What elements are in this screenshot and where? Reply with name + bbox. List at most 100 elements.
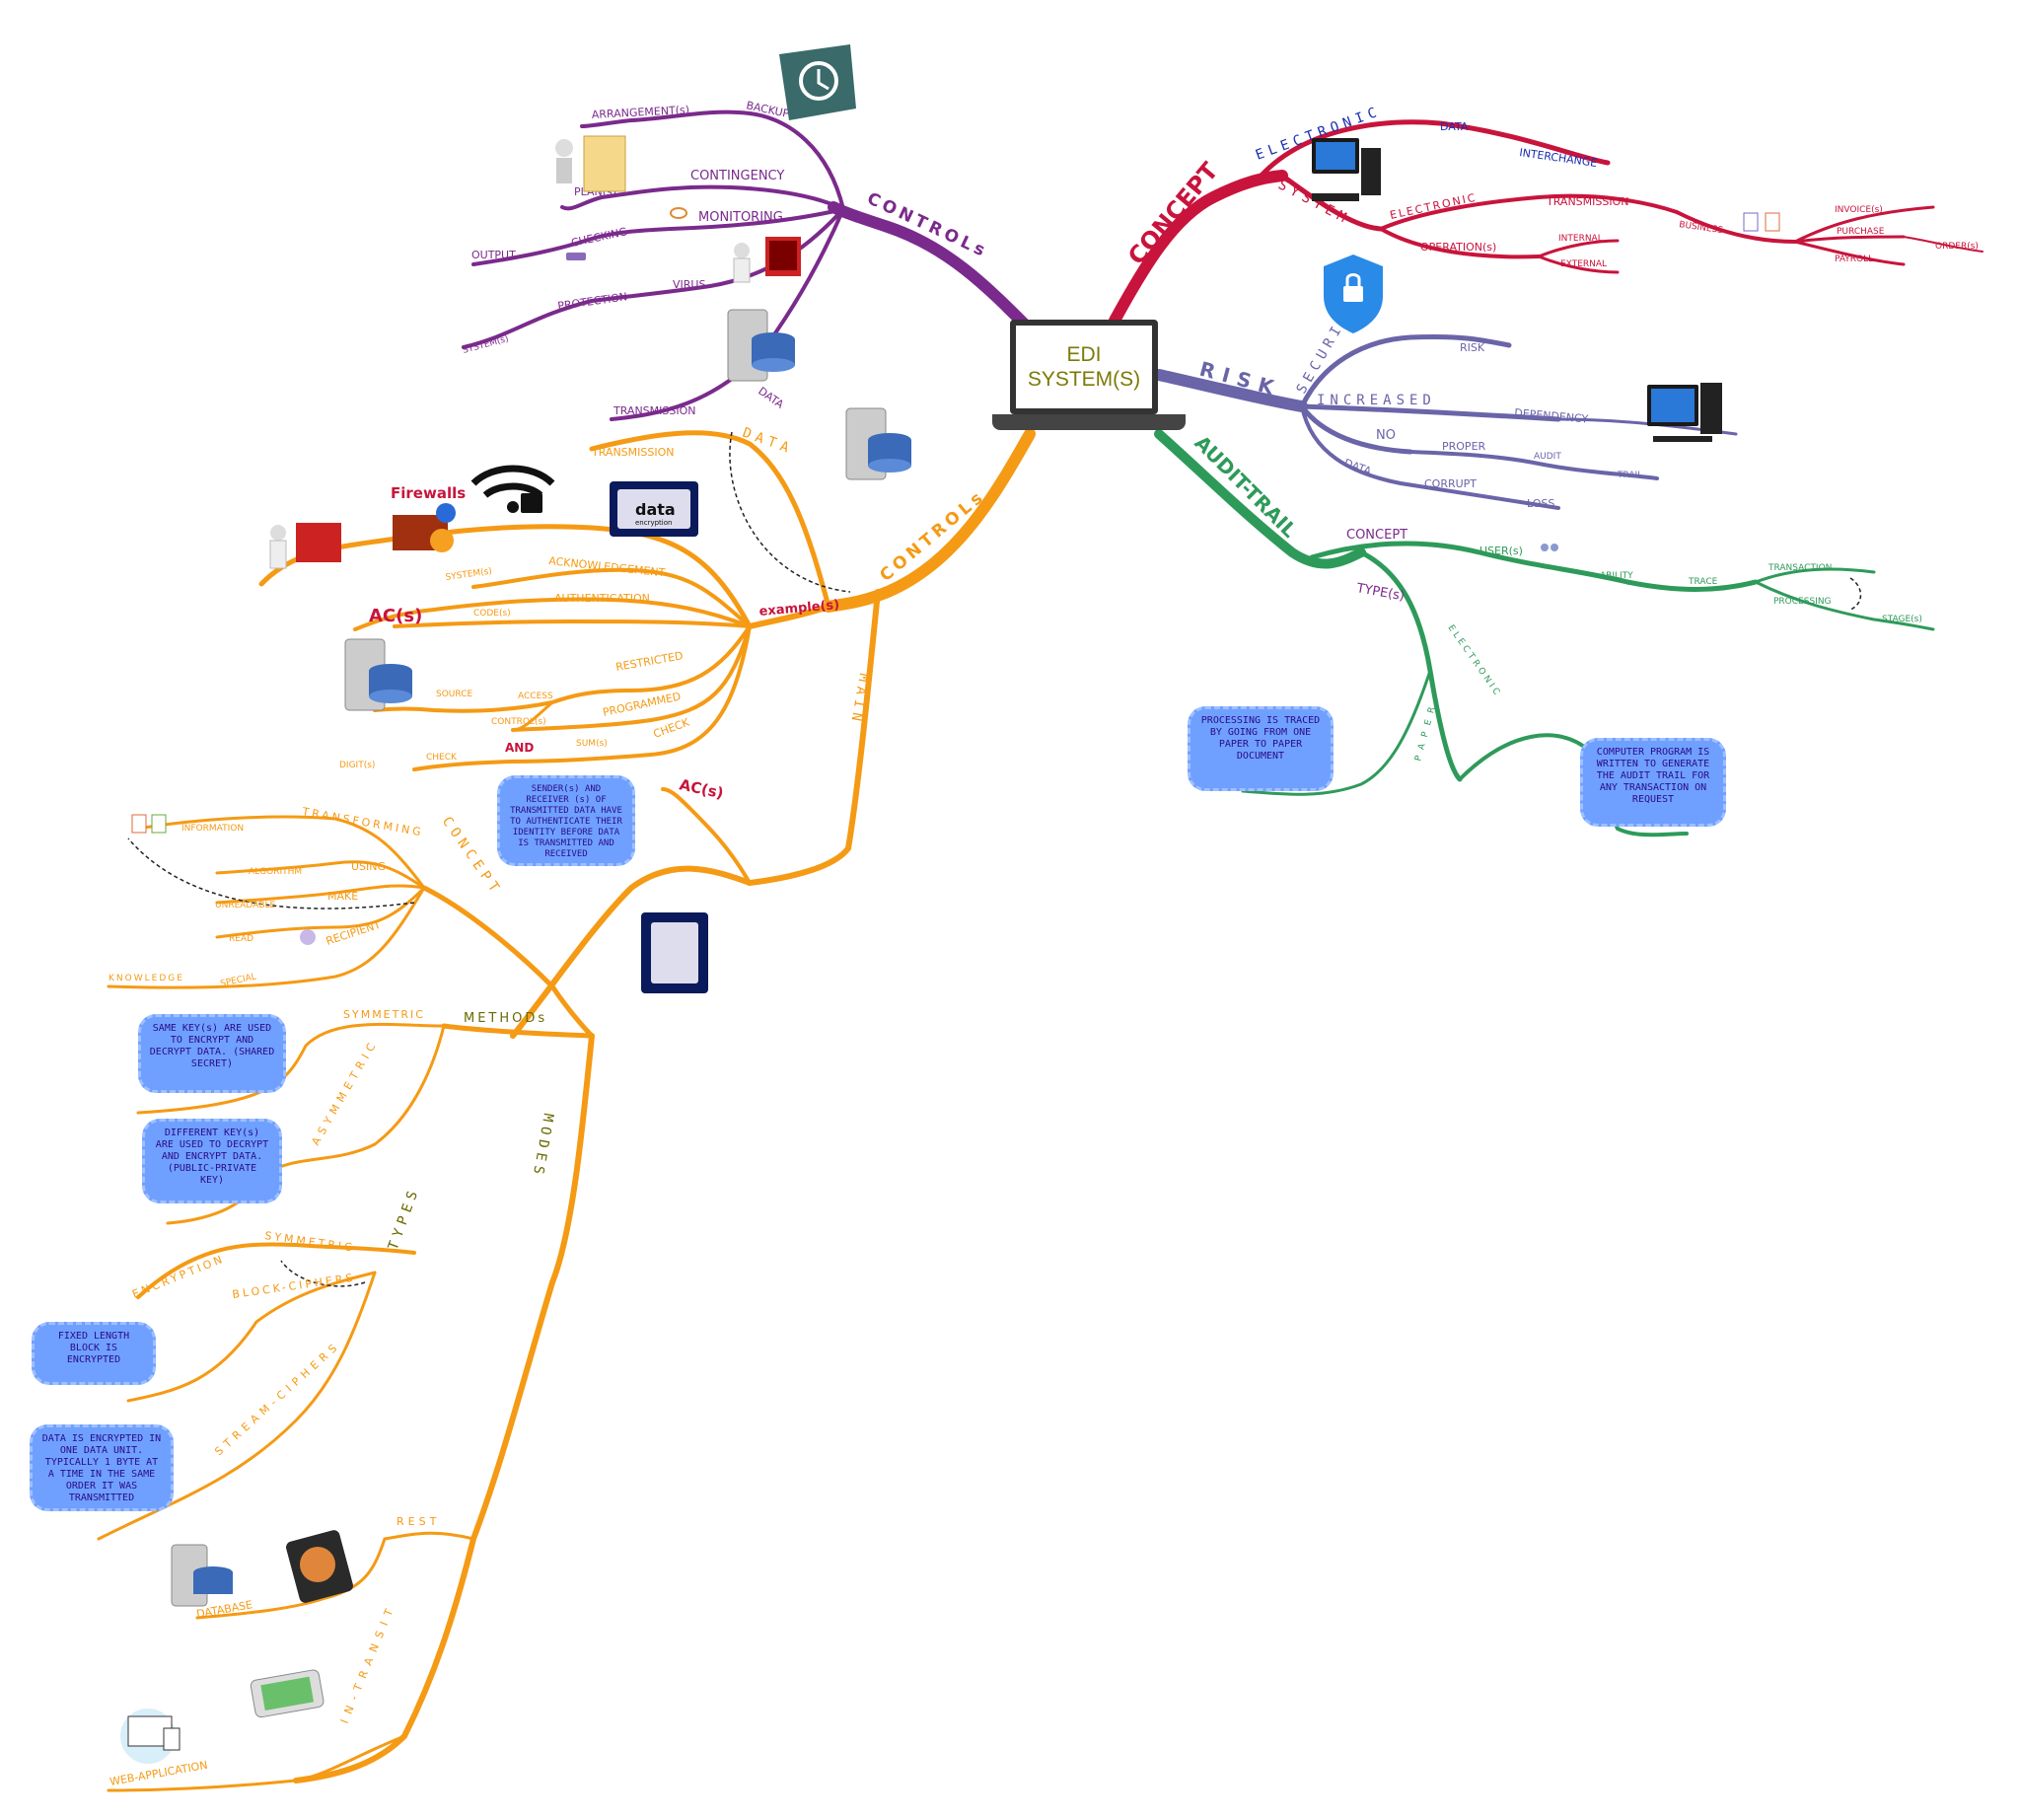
note-electronic: COMPUTER PROGRAM IS WRITTEN TO GENERATE …: [1580, 738, 1726, 827]
controls-top-transmission: TRANSMISSION: [613, 404, 695, 417]
concept-payroll: PAYROLL: [1835, 255, 1873, 264]
encryption-make: MAKE: [327, 890, 358, 903]
encryption-block-ciphers: BLOCK-CIPHERS: [232, 1272, 357, 1301]
concept-invoice: INVOICE(s): [1835, 205, 1883, 215]
note-acs: SENDER(s) AND RECEIVER (s) OF TRANSMITTE…: [497, 775, 635, 866]
controls-main-codes: CODE(s): [473, 609, 511, 619]
center-title-line1: EDI: [1066, 343, 1102, 366]
controls-main-branch: [97, 428, 1036, 1792]
controls-main-check2: CHECK: [426, 753, 458, 763]
risk-risk: RISK: [1460, 341, 1485, 354]
database-server-icon: [727, 309, 795, 382]
controls-main-control: CONTROL(s): [491, 717, 546, 727]
controls-top-output: OUTPUT: [471, 249, 516, 261]
controls-main-transmission: TRANSMISSION: [591, 446, 674, 459]
backup-drive-icon: [779, 44, 856, 120]
controls-main-main-word: MAIN: [847, 672, 872, 727]
risk-trail: TRAIL: [1617, 471, 1642, 480]
database-server-icon: [845, 407, 911, 480]
controls-main-firewalls: Firewalls: [391, 484, 466, 502]
encryption-algorithm: ALGORITHM: [249, 867, 302, 877]
concept-system: SYSTEM: [1275, 177, 1353, 228]
concept-order: ORDER(s): [1935, 242, 1979, 252]
controls-top-systems: SYSTEM(s): [462, 334, 510, 356]
virus-computer-icon: [269, 523, 341, 569]
note-paper: PROCESSING IS TRACED BY GOING FROM ONE P…: [1188, 706, 1334, 791]
encryption-asymmetric: ASYMMETRIC: [309, 1037, 380, 1148]
web-application-icon: [120, 1709, 180, 1764]
document-icon: [1743, 212, 1780, 232]
concept-transmission: TRANSMISSION: [1546, 195, 1628, 208]
encryption-knowledge: KNOWLEDGE: [108, 974, 184, 983]
encryption-in-transit: IN-TRANSIT: [338, 1601, 398, 1725]
center-title-line2: SYSTEM(S): [1027, 368, 1141, 391]
concept-external: EXTERNAL: [1560, 259, 1607, 269]
risk-no: NO: [1376, 428, 1396, 443]
desktop-computer-icon: [1312, 138, 1381, 201]
concept-internal: INTERNAL: [1558, 234, 1603, 244]
risk-corrupt: CORRUPT: [1424, 477, 1477, 490]
dashed-connector: [280, 1260, 366, 1287]
audit-trace: TRACE: [1688, 577, 1718, 587]
smartphone-icon: [250, 1669, 325, 1718]
eye-icon: [670, 207, 687, 219]
audit-processing: PROCESSING: [1773, 597, 1832, 607]
controls-main-source: SOURCE: [436, 690, 472, 699]
audit-electronic: ELECTRONIC: [1446, 623, 1503, 699]
controls-top-protection: PROTECTION: [557, 290, 628, 313]
audit-ability: ABILITY: [1600, 571, 1633, 581]
controls-top-contingency: CONTINGENCY: [690, 169, 784, 183]
encryption-symmetric2: SYMMETRIC: [264, 1229, 356, 1255]
concept-business: BUSINESS: [1679, 220, 1724, 236]
encryption-concept: CONCEPT: [439, 814, 505, 899]
audit-users: USER(s): [1479, 545, 1523, 557]
risk-increased: INCREASED: [1317, 393, 1436, 408]
controls-main-authentication: AUTHENTICATION: [554, 592, 650, 605]
controls-main-digits: DIGIT(s): [339, 761, 375, 770]
controls-main-data-word: DATA: [741, 425, 796, 458]
hard-drive-icon: [286, 1530, 353, 1603]
audit-transaction: TRANSACTION: [1768, 563, 1832, 573]
encryption-word: ENCRYPTION: [130, 1252, 227, 1301]
risk-audit: AUDIT: [1534, 452, 1561, 462]
controls-main-and: AND: [505, 741, 534, 755]
risk-dependency: DEPENDENCY: [1514, 406, 1589, 426]
encryption-stream-ciphers: STREAM-CIPHERS: [212, 1339, 343, 1458]
encryption-read: READ: [229, 934, 253, 944]
desktop-computer-icon: [1647, 383, 1722, 442]
controls-main-acs2: AC(s): [678, 775, 725, 802]
concept-operation: OPERATION(s): [1420, 241, 1496, 254]
risk-loss: LOSS: [1527, 497, 1554, 510]
controls-top-arrangements: ARRANGEMENT(s): [591, 104, 689, 121]
controls-main-access: ACCESS: [518, 692, 553, 701]
dashed-connector: [1849, 577, 1862, 611]
encryption-web-application: WEB-APPLICATION: [108, 1759, 208, 1788]
encryption-using: USING: [351, 860, 386, 873]
audit-stages: STAGE(s): [1882, 615, 1922, 624]
virus-computer-icon: [733, 237, 801, 283]
laptop-base-icon: [992, 414, 1186, 430]
controls-top-checking: CHECKING: [570, 225, 628, 250]
encryption-types: TYPES: [386, 1185, 423, 1253]
hand-pointer-icon: [566, 253, 586, 260]
concept-purchase: PURCHASE: [1837, 227, 1885, 237]
database-server-icon: [344, 638, 412, 711]
controls-main-acs: AC(s): [369, 606, 422, 626]
controls-main-systems: SYSTEM(s): [445, 566, 493, 583]
controls-top-data: DATA: [756, 385, 786, 411]
firewall-icon: [393, 503, 456, 552]
audit-title: AUDIT-TRAIL: [1190, 431, 1301, 543]
controls-main-restricted: RESTRICTED: [614, 649, 684, 674]
note-stream: DATA IS ENCRYPTED IN ONE DATA UNIT. TYPI…: [30, 1424, 174, 1511]
data-encryption-label: data: [635, 500, 676, 519]
dashed-connector: [729, 431, 851, 593]
concept-data: DATA: [1440, 120, 1469, 133]
risk-branch: [1153, 333, 1738, 510]
audit-concept: CONCEPT: [1346, 528, 1407, 543]
encryption-unreadable: UNREADABLE: [215, 901, 276, 910]
dashed-connector: [127, 837, 415, 910]
controls-main-examples: example(s): [758, 598, 840, 619]
encryption-information: INFORMATION: [181, 824, 244, 834]
concept-title: CONCEPT: [1122, 157, 1224, 270]
